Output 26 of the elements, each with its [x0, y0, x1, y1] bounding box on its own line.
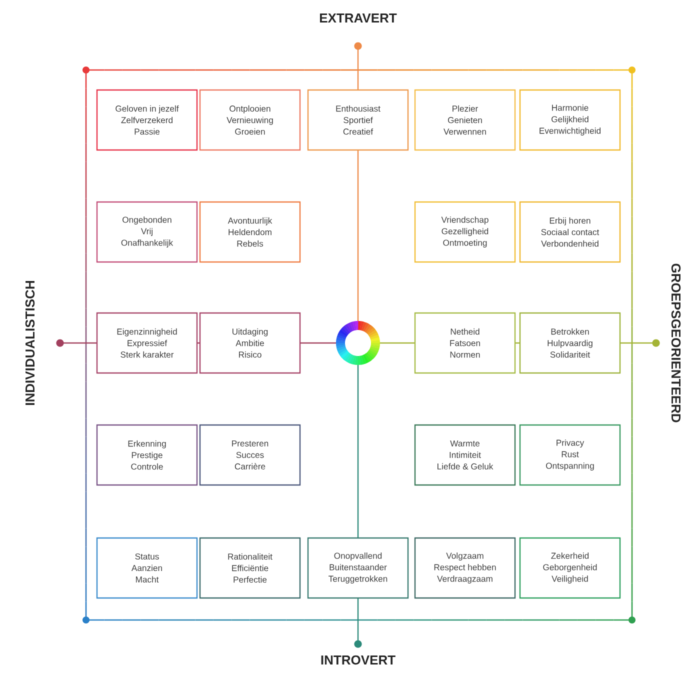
value-box: Ongebonden Vrij Onafhankelijk [96, 201, 198, 263]
axis-label: INDIVIDUALISTISCH [25, 281, 35, 405]
value-box: Plezier Genieten Verwennen [414, 89, 516, 151]
value-box: Presteren Succes Carrière [199, 424, 301, 486]
value-box: Privacy Rust Ontspanning [519, 424, 621, 486]
value-box: Onopvallend Buitenstaander Teruggetrokken [307, 537, 409, 599]
value-box: Rationaliteit Efficiëntie Perfectie [199, 537, 301, 599]
axis-label: EXTRAVERT [320, 14, 397, 22]
value-box: Erkenning Prestige Controle [96, 424, 198, 486]
value-box: Vriendschap Gezelligheid Ontmoeting [414, 201, 516, 263]
axis-label: GROEPSGEORIENTEERD [671, 264, 681, 422]
value-box: Warmte Intimiteit Liefde & Geluk [414, 424, 516, 486]
value-box: Uitdaging Ambitie Risico [199, 312, 301, 374]
value-box: Volgzaam Respect hebben Verdraagzaam [414, 537, 516, 599]
value-box: Avontuurlijk Heldendom Rebels [199, 201, 301, 263]
value-box: Zekerheid Geborgenheid Veiligheid [519, 537, 621, 599]
value-box: Betrokken Hulpvaardig Solidariteit [519, 312, 621, 374]
value-box: Erbij horen Sociaal contact Verbondenheid [519, 201, 621, 263]
value-box: Geloven in jezelf Zelfverzekerd Passie [96, 89, 198, 151]
value-box: Eigenzinnigheid Expressief Sterk karakter [96, 312, 198, 374]
value-box: Status Aanzien Macht [96, 537, 198, 599]
value-box: Harmonie Gelijkheid Evenwichtigheid [519, 89, 621, 151]
value-box: Netheid Fatsoen Normen [414, 312, 516, 374]
value-box: Ontplooien Vernieuwing Groeien [199, 89, 301, 151]
axis-label: INTROVERT [321, 655, 396, 665]
value-box: Enthousiast Sportief Creatief [307, 89, 409, 151]
